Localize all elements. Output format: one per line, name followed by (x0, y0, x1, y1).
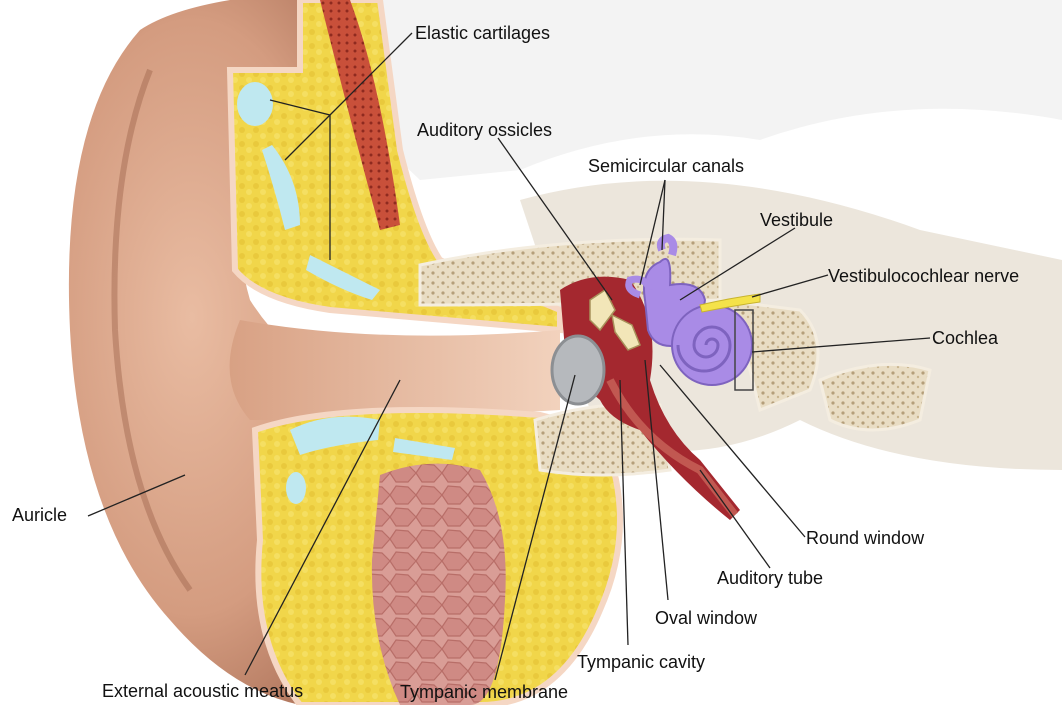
cartilage-piece (237, 82, 273, 126)
bone-right (820, 364, 930, 430)
label-cochlea: Cochlea (932, 328, 998, 348)
label-auricle: Auricle (12, 505, 67, 525)
label-tympanic-cavity: Tympanic cavity (577, 652, 705, 672)
tympanic-membrane-shape (552, 336, 604, 404)
leader-auditory-tube (700, 470, 770, 568)
muscle-block (372, 464, 506, 705)
label-round-window: Round window (806, 528, 924, 548)
label-auditory-tube: Auditory tube (717, 568, 823, 588)
label-vestibule: Vestibule (760, 210, 833, 230)
cochlea-shape (672, 305, 752, 385)
cartilage-piece (286, 472, 306, 504)
label-auditory-ossicles: Auditory ossicles (417, 120, 552, 140)
label-semicircular-canals: Semicircular canals (588, 156, 744, 176)
label-vestibulocochlear-nerve: Vestibulocochlear nerve (828, 266, 1019, 286)
label-external-acoustic-meatus: External acoustic meatus (102, 681, 303, 701)
label-oval-window: Oval window (655, 608, 757, 628)
label-tympanic-membrane: Tympanic membrane (400, 682, 568, 702)
label-elastic-cartilages: Elastic cartilages (415, 23, 550, 43)
ear-canal (230, 320, 560, 420)
